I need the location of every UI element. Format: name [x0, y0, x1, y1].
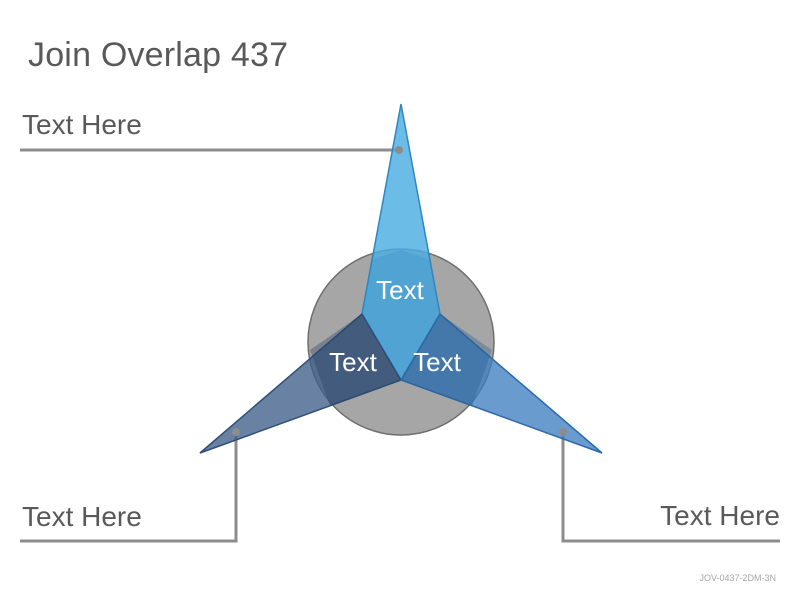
label-bottom-left: Text Here	[22, 501, 142, 532]
connector-dot-top	[395, 146, 403, 154]
inner-label-right: Text	[413, 347, 461, 377]
page-title: Join Overlap 437	[28, 36, 289, 74]
connector-dot-left	[232, 428, 240, 436]
label-bottom-right: Text Here	[660, 500, 780, 531]
label-top: Text Here	[22, 109, 142, 140]
inner-label-left: Text	[329, 347, 377, 377]
inner-label-top: Text	[376, 275, 424, 305]
overlap-top	[362, 250, 440, 380]
slide-code: JOV-0437-2DM-3N	[699, 573, 776, 583]
connector-bottom-left	[20, 432, 238, 543]
blade-left	[199, 312, 403, 454]
connector-bottom-right	[561, 432, 780, 543]
overlap-right	[401, 314, 492, 406]
overlap-left	[310, 314, 401, 406]
blade-right	[399, 312, 603, 454]
connector-dot-right	[559, 428, 567, 436]
